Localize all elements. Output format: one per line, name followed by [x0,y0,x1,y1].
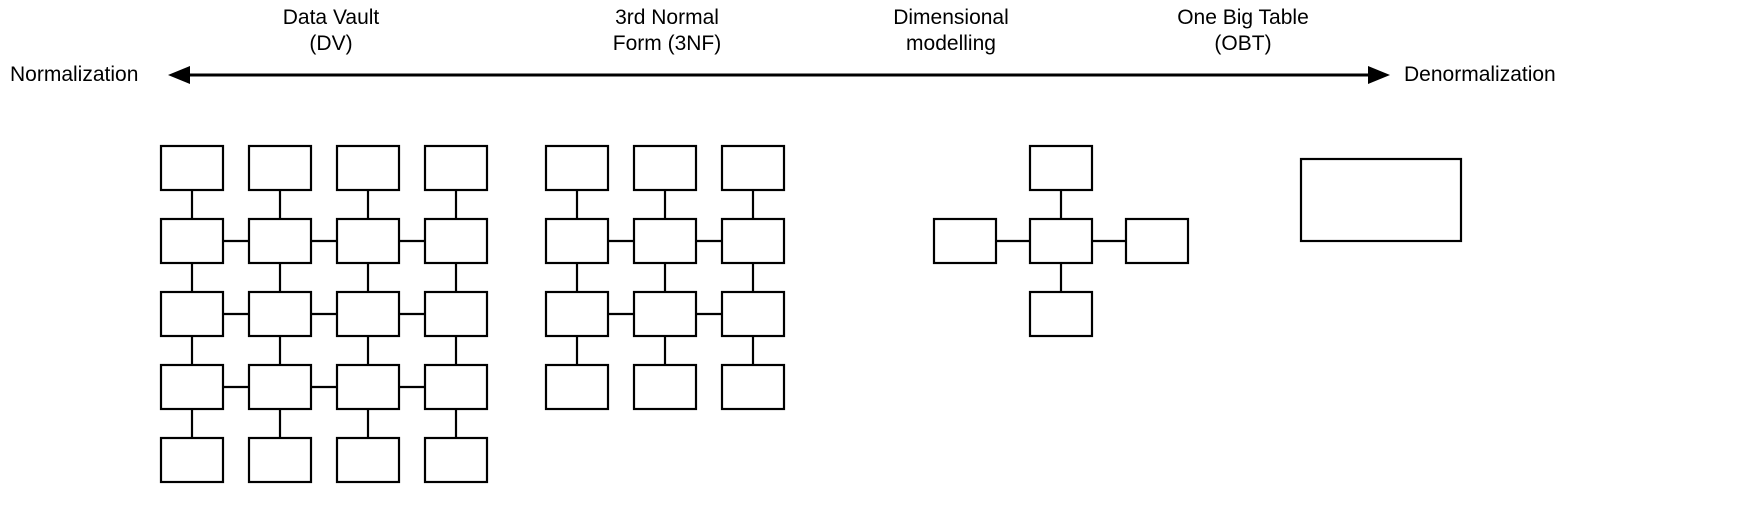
model-node-box [720,144,786,192]
model-node-box [335,144,401,192]
model-node-box [159,290,225,338]
model-node-box [247,290,313,338]
model-node-box [720,363,786,411]
model-node-box-dimension-bottom [1028,290,1094,338]
model-node-box [423,363,489,411]
axis-label-denormalization: Denormalization [1404,63,1556,86]
model-node-box [423,144,489,192]
arrow-head-left-icon [168,66,190,84]
model-node-box [544,217,610,265]
model-node-box [720,290,786,338]
model-node-box-dimension-left [932,217,998,265]
model-node-box [335,363,401,411]
model-node-box [159,436,225,484]
model-node-box [423,436,489,484]
arrow-head-right-icon [1368,66,1390,84]
model-node-box-fact-center [1028,217,1094,265]
stage-label-dimensional-modelling: Dimensional modelling [893,6,1009,55]
model-node-box [247,363,313,411]
model-node-box [632,290,698,338]
model-node-box [159,363,225,411]
model-node-box [335,290,401,338]
model-node-box [544,363,610,411]
model-node-box-one-big-table [1299,157,1463,243]
model-node-box [632,144,698,192]
model-node-box [159,144,225,192]
stage-label-one-big-table: One Big Table (OBT) [1177,6,1309,55]
model-node-box [247,436,313,484]
model-node-box [423,290,489,338]
model-node-box [544,144,610,192]
model-node-box-dimension-top [1028,144,1094,192]
stage-label-third-normal-form: 3rd Normal Form (3NF) [612,6,722,55]
model-node-box [335,217,401,265]
model-node-box [632,217,698,265]
model-node-box [159,217,225,265]
model-node-box [247,217,313,265]
model-node-box-dimension-right [1124,217,1190,265]
model-node-box [423,217,489,265]
model-node-box [335,436,401,484]
model-node-box [720,217,786,265]
model-node-box [544,290,610,338]
stage-label-data-vault: Data Vault (DV) [282,6,380,55]
axis-label-normalization: Normalization [10,63,139,86]
model-node-box [632,363,698,411]
model-node-box [247,144,313,192]
